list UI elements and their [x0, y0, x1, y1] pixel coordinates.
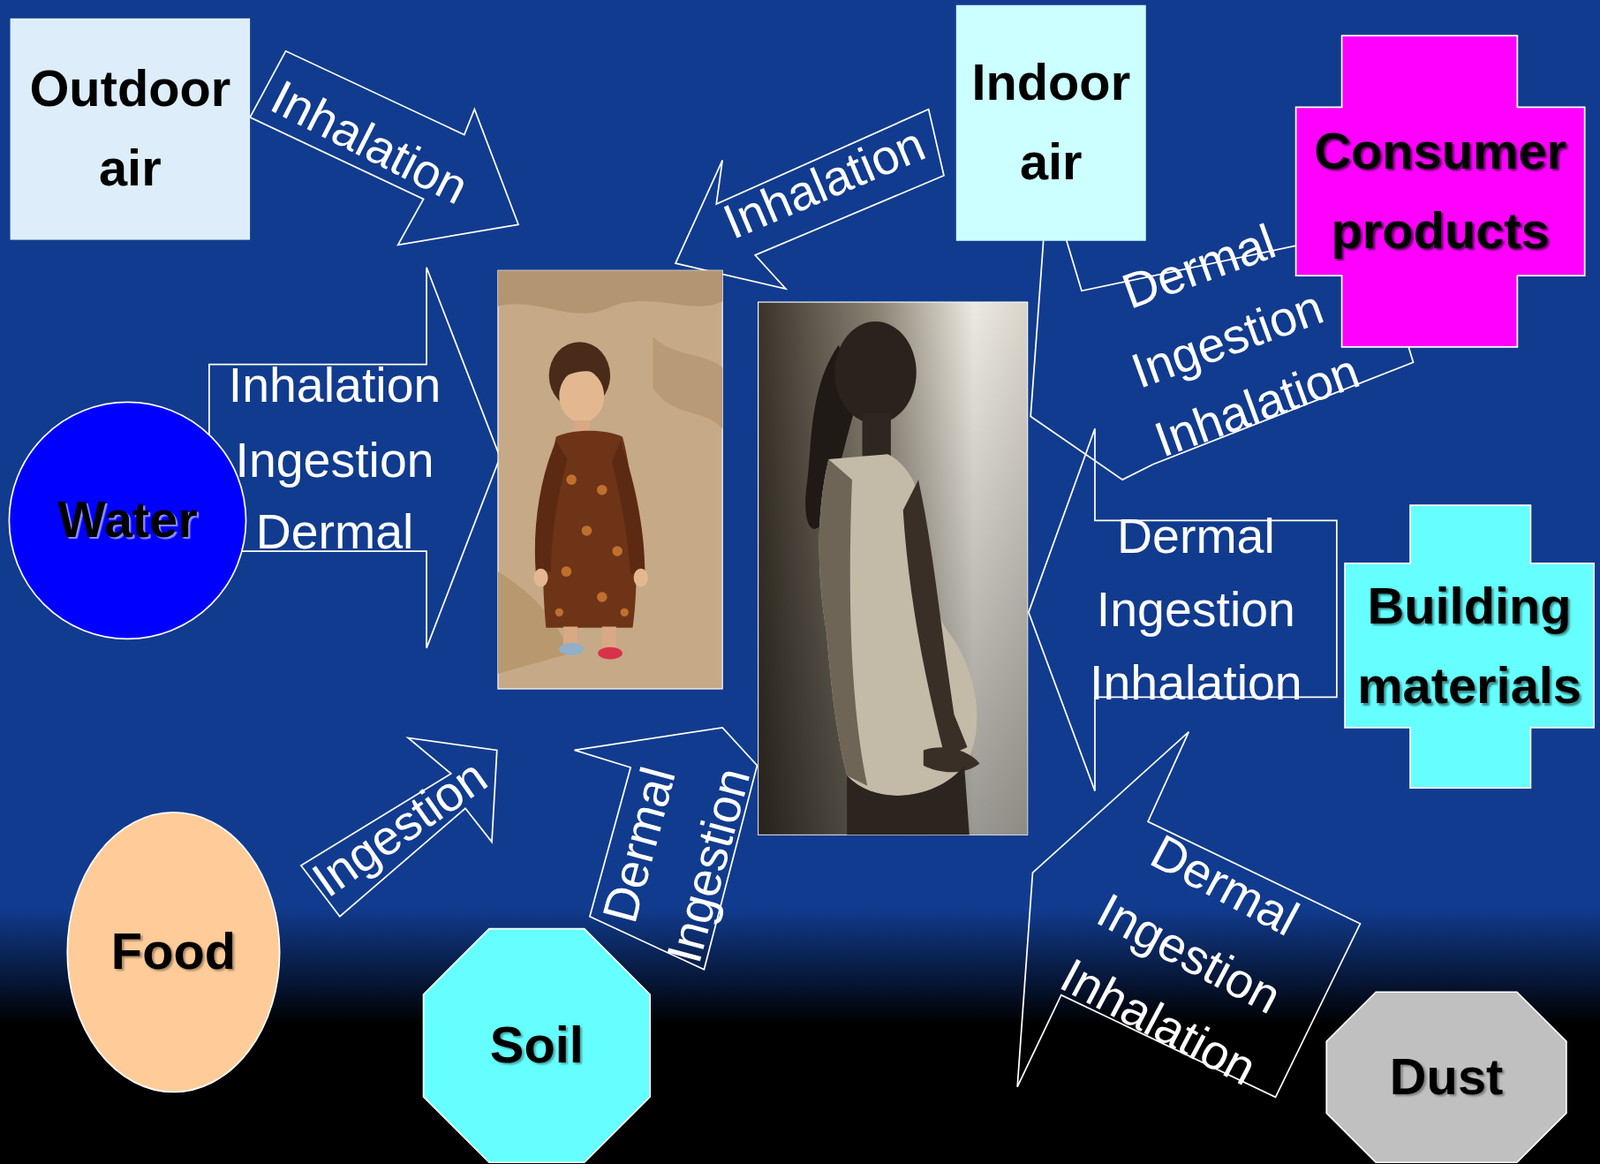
node-label: Dust — [1344, 1037, 1549, 1117]
node-shape — [956, 5, 1147, 242]
node-label: Consumer products — [1302, 112, 1578, 271]
woman-photo — [758, 301, 1028, 835]
exposure-arrow — [209, 267, 500, 649]
source-octagon: Dust — [1326, 991, 1567, 1163]
node-outline — [956, 5, 1147, 242]
node-label: Indoor air — [961, 44, 1141, 203]
node-shape — [1326, 991, 1567, 1163]
exposure-arrow — [249, 51, 519, 246]
route-label: Ingestion — [234, 434, 434, 489]
source-octagon: Soil — [423, 928, 651, 1163]
node-label: Food — [81, 912, 265, 992]
exposure-arrow — [675, 109, 944, 289]
route-label: Inhalation — [262, 70, 476, 216]
route-label: Dermal — [1116, 509, 1276, 564]
route-label: Inhalation — [228, 358, 442, 413]
node-label: Building materials — [1350, 567, 1588, 726]
child-photo — [498, 270, 723, 689]
node-outline — [1344, 505, 1594, 788]
source-cross: Building materials — [1344, 505, 1594, 788]
node-shape — [10, 18, 251, 241]
node-outline — [1296, 35, 1585, 347]
node-label: Soil — [445, 1005, 629, 1086]
source-cross: Consumer products — [1296, 35, 1585, 347]
exposure-arrow — [301, 738, 498, 917]
source-circle: Water — [7, 400, 247, 640]
node-shape — [1296, 35, 1585, 347]
route-label: Inhalation — [1089, 656, 1303, 711]
node-label: Water — [25, 481, 230, 561]
route-label: Ingestion — [302, 749, 497, 908]
node-shape — [67, 812, 280, 1093]
node-label: Outdoor air — [20, 50, 240, 209]
node-shape — [423, 928, 651, 1163]
route-label: Ingestion — [1096, 583, 1296, 638]
exposure-arrow — [1017, 732, 1360, 1098]
node-shape — [1344, 505, 1594, 788]
node-outline — [10, 18, 251, 241]
route-label: Inhalation — [716, 117, 933, 250]
route-label: Dermal — [256, 505, 415, 560]
source-box: Indoor air — [956, 5, 1147, 242]
node-shape — [8, 401, 246, 639]
source-box: Outdoor air — [10, 18, 251, 241]
source-ellipse: Food — [66, 811, 281, 1094]
